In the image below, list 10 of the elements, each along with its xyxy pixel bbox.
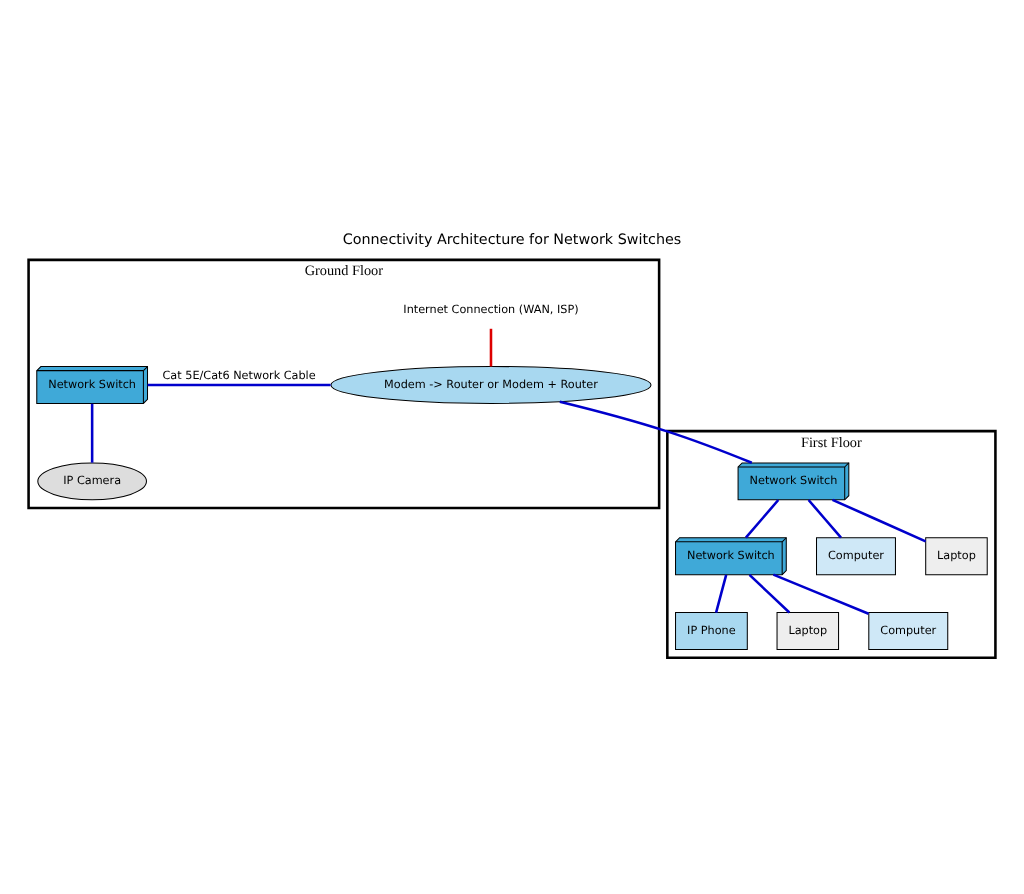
- connector: [748, 573, 791, 614]
- connector: [807, 499, 842, 539]
- connector: [147, 383, 331, 387]
- connector: [559, 400, 753, 464]
- connector: [714, 574, 728, 613]
- connector: [772, 573, 870, 615]
- connector: [744, 499, 780, 539]
- connector: [831, 498, 927, 543]
- connector: [489, 328, 493, 367]
- connector: [90, 403, 94, 463]
